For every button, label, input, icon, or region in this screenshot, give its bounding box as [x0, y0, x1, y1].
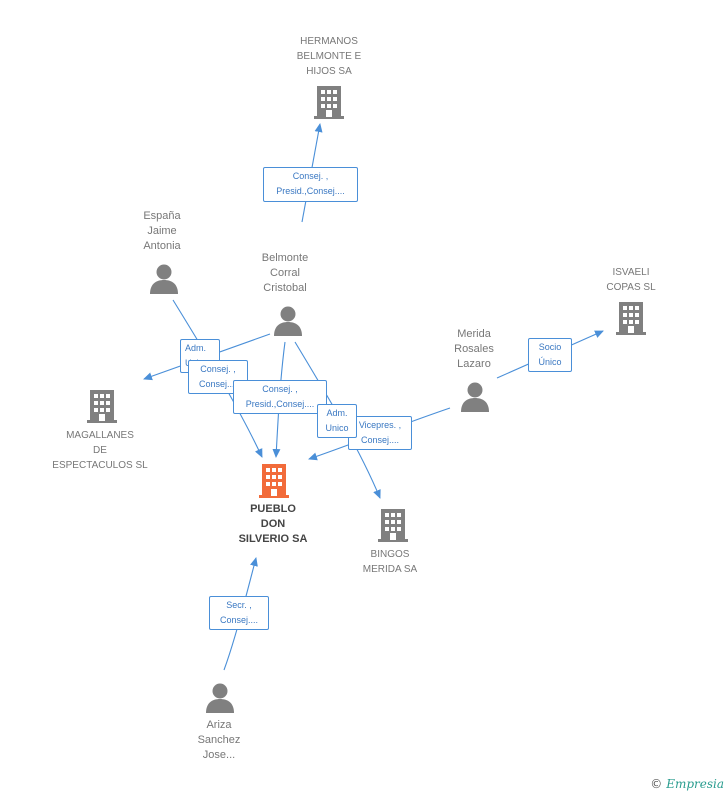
node-label-magallanes[interactable]: MAGALLANES DE ESPECTACULOS SL	[52, 430, 148, 471]
person-icon[interactable]	[274, 306, 302, 341]
person-icon[interactable]	[150, 264, 178, 299]
node-label-isvaeli[interactable]: ISVAELI COPAS SL	[606, 267, 656, 293]
building-icon[interactable]	[259, 464, 289, 503]
building-icon[interactable]	[378, 509, 408, 547]
brand-logo[interactable]: ©Empresia	[650, 777, 724, 791]
edge-label-belmonte-bingos[interactable]: Adm. Unico	[317, 404, 357, 438]
edge-label-ariza-pueblo[interactable]: Secr. , Consej....	[209, 596, 269, 630]
edge-label-belmonte-hermanos[interactable]: Consej. , Presid.,Consej....	[263, 167, 358, 202]
edge-label-merida-isvaeli[interactable]: Socio Único	[528, 338, 572, 372]
person-icon[interactable]	[461, 382, 489, 417]
node-label-bingos[interactable]: BINGOS MERIDA SA	[362, 549, 418, 575]
edge-label-belmonte-pueblo[interactable]: Consej. , Presid.,Consej....	[233, 380, 327, 414]
node-label-belmonte[interactable]: Belmonte Corral Cristobal	[261, 252, 309, 294]
node-label-pueblo[interactable]: PUEBLO DON SILVERIO SA	[238, 503, 308, 545]
node-label-espana[interactable]: España Jaime Antonia	[143, 210, 181, 252]
node-label-hermanos[interactable]: HERMANOS BELMONTE E HIJOS SA	[296, 36, 362, 77]
node-label-ariza[interactable]: Ariza Sanchez Jose...	[197, 719, 241, 761]
brand-name: Empresia	[666, 777, 724, 791]
node-label-merida[interactable]: Merida Rosales Lazaro	[454, 328, 494, 370]
person-icon[interactable]	[206, 683, 234, 718]
building-icon[interactable]	[616, 302, 646, 340]
building-icon[interactable]	[314, 86, 344, 124]
building-icon[interactable]	[87, 390, 117, 428]
edge-label-merida-pueblo[interactable]: Vicepres. , Consej....	[348, 416, 412, 450]
copyright-icon: ©	[650, 777, 663, 791]
